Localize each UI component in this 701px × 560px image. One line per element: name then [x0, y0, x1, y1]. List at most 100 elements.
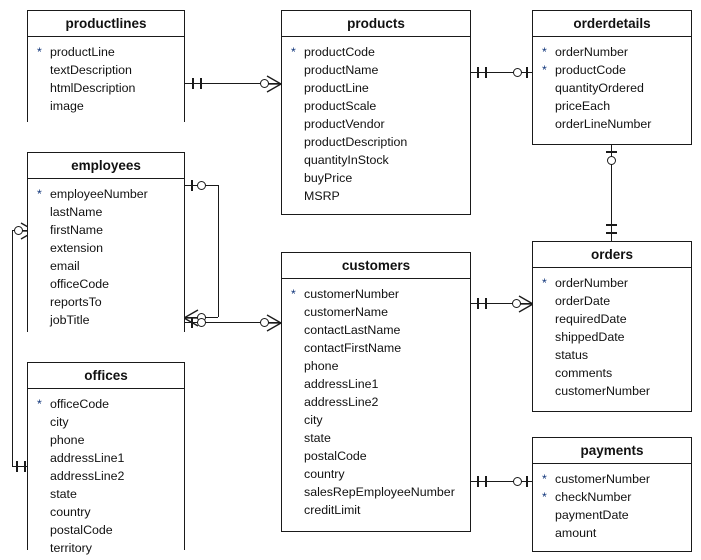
- attribute-products-productCode: * productCode: [282, 43, 470, 61]
- attribute-label: phone: [304, 359, 339, 373]
- cardinality-zero-ring: [13, 226, 23, 236]
- attribute-label: productScale: [304, 99, 377, 113]
- attribute-label: customerName: [304, 305, 389, 319]
- connector-employees-customers: [185, 322, 281, 324]
- attribute-label: reportsTo: [50, 295, 102, 309]
- cardinality-one-tick: [191, 317, 193, 329]
- cardinality-one-tick-top: [606, 151, 618, 153]
- attribute-offices-state: state: [28, 485, 184, 503]
- cardinality-one-mandatory-tick-a: [477, 476, 479, 488]
- attribute-offices-city: city: [28, 413, 184, 431]
- cardinality-zero-ring: [512, 68, 522, 78]
- attribute-label: country: [50, 505, 91, 519]
- connector-customers-payments: [471, 481, 532, 483]
- attribute-orders-orderNumber: *orderNumber: [533, 274, 691, 292]
- attribute-products-productLine: productLine: [282, 79, 470, 97]
- attribute-label: email: [50, 259, 80, 273]
- connector-productlines-products: [185, 83, 281, 85]
- attribute-label: requiredDate: [555, 312, 627, 326]
- cardinality-one-mandatory-tick-a: [192, 78, 194, 90]
- attribute-products-productVendor: productVendor: [282, 115, 470, 133]
- attribute-list-products: * productCode productName productLine produc…: [282, 37, 470, 213]
- cardinality-zero-ring: [512, 477, 522, 487]
- attribute-orders-customerNumber: customerNumber: [533, 382, 691, 400]
- attribute-label: productCode: [304, 45, 375, 59]
- attribute-productlines-productLine: *productLine: [28, 43, 184, 61]
- attribute-list-customers: *customerNumber customerName contactLastNa…: [282, 279, 470, 527]
- attribute-products-productName: productName: [282, 61, 470, 79]
- attribute-products-productScale: productScale: [282, 97, 470, 115]
- attribute-label: addressLine2: [50, 469, 125, 483]
- attribute-label: image: [50, 99, 84, 113]
- attribute-offices-territory: territory: [28, 539, 184, 557]
- primary-key-marker-icon: *: [542, 490, 547, 504]
- attribute-productlines-htmlDescription: htmlDescription: [28, 79, 184, 97]
- attribute-label: productCode: [555, 63, 626, 77]
- attribute-label: orderDate: [555, 294, 611, 308]
- connector-products-orderdetails: [471, 72, 532, 74]
- entity-box-customers[interactable]: customers *customerNumber customerName cont…: [281, 252, 471, 532]
- attribute-label: employeeNumber: [50, 187, 148, 201]
- attribute-label: officeCode: [50, 277, 110, 291]
- attribute-label: orderNumber: [555, 276, 628, 290]
- primary-key-marker-icon: *: [291, 45, 296, 59]
- attribute-label: state: [50, 487, 77, 501]
- attribute-label: addressLine1: [304, 377, 379, 391]
- attribute-orders-orderDate: orderDate: [533, 292, 691, 310]
- cardinality-zero-ring: [196, 318, 206, 328]
- attribute-label: buyPrice: [304, 171, 353, 185]
- attribute-orders-shippedDate: shippedDate: [533, 328, 691, 346]
- attribute-label: productVendor: [304, 117, 385, 131]
- attribute-offices-country: country: [28, 503, 184, 521]
- cardinality-many-crowsfoot: [266, 314, 282, 332]
- attribute-employees-lastName: lastName: [28, 203, 184, 221]
- attribute-orders-status: status: [533, 346, 691, 364]
- attribute-orders-comments: comments: [533, 364, 691, 382]
- attribute-payments-customerNumber: *customerNumber: [533, 470, 691, 488]
- cardinality-one-mandatory-tick-b: [485, 298, 487, 310]
- attribute-label: postalCode: [304, 449, 367, 463]
- connector-offices-employees-side: [12, 230, 14, 466]
- entity-box-orders[interactable]: orders *orderNumber orderDate requiredDate s…: [532, 241, 692, 412]
- attribute-customers-contactLastName: contactLastName: [282, 321, 470, 339]
- attribute-label: shippedDate: [555, 330, 625, 344]
- cardinality-one-mandatory-tick-b: [200, 78, 202, 90]
- connector-employees-reportsto-side: [218, 185, 220, 317]
- attribute-label: customerNumber: [555, 384, 651, 398]
- cardinality-zero-ring: [511, 299, 521, 309]
- cardinality-zero-ring: [196, 181, 206, 191]
- attribute-offices-postalCode: postalCode: [28, 521, 184, 539]
- attribute-offices-phone: phone: [28, 431, 184, 449]
- attribute-productlines-textDescription: textDescription: [28, 61, 184, 79]
- attribute-customers-customerNumber: *customerNumber: [282, 285, 470, 303]
- attribute-customers-country: country: [282, 465, 470, 483]
- cardinality-zero-ring: [607, 155, 617, 165]
- attribute-label: amount: [555, 526, 597, 540]
- entity-title-productlines: productlines: [28, 11, 184, 37]
- cardinality-one-tick: [526, 67, 528, 79]
- entity-title-employees: employees: [28, 153, 184, 179]
- entity-title-orders: orders: [533, 242, 691, 268]
- entity-title-customers: customers: [282, 253, 470, 279]
- attribute-label: country: [304, 467, 345, 481]
- attribute-label: extension: [50, 241, 104, 255]
- attribute-label: quantityOrdered: [555, 81, 644, 95]
- cardinality-one-tick: [191, 180, 193, 192]
- attribute-customers-creditLimit: creditLimit: [282, 501, 470, 519]
- attribute-products-MSRP: MSRP: [282, 187, 470, 205]
- attribute-label: city: [50, 415, 69, 429]
- attribute-label: priceEach: [555, 99, 611, 113]
- attribute-label: addressLine1: [50, 451, 125, 465]
- attribute-label: productName: [304, 63, 379, 77]
- primary-key-marker-icon: *: [542, 45, 547, 59]
- attribute-orders-requiredDate: requiredDate: [533, 310, 691, 328]
- attribute-label: jobTitle: [50, 313, 90, 327]
